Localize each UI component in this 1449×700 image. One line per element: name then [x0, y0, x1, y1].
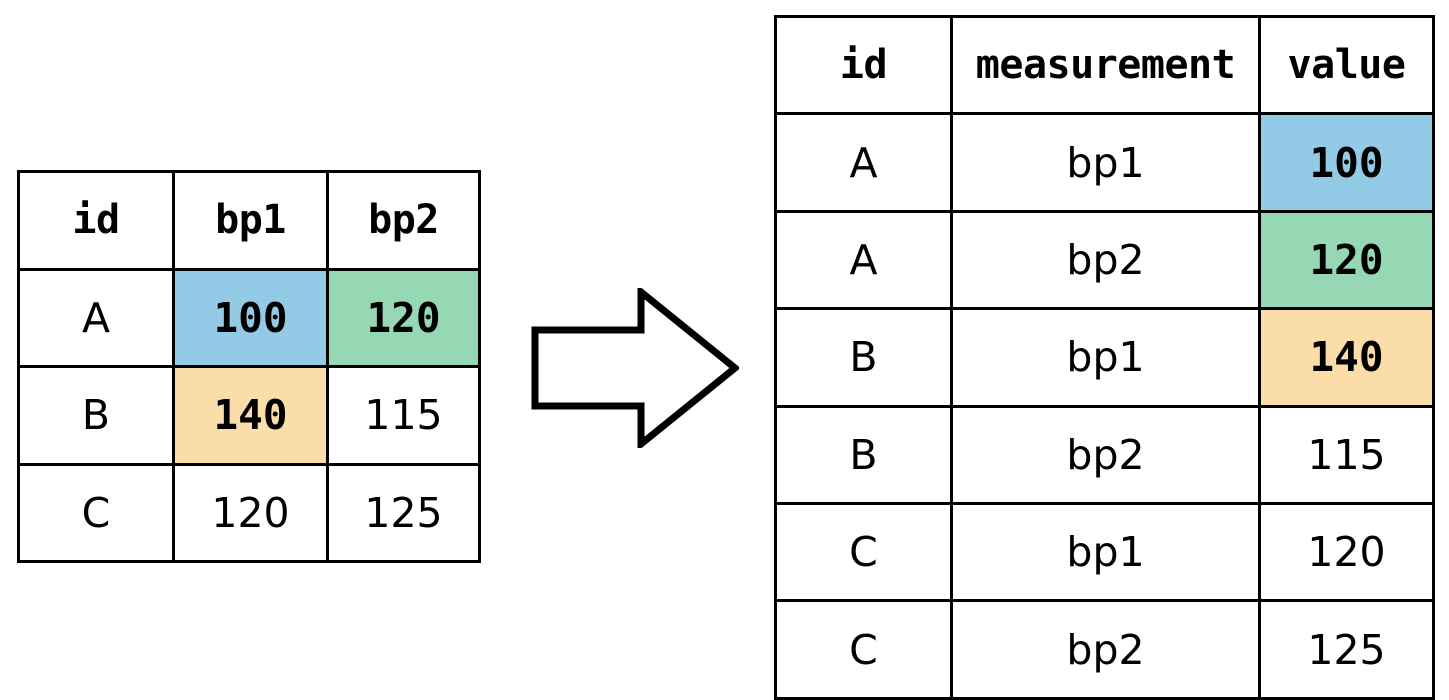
wide-cell-b-bp1: 140: [172, 365, 329, 466]
right-arrow-icon: [531, 288, 739, 448]
table-row: B bp1 140: [774, 307, 1435, 408]
wide-header-bp2: bp2: [326, 170, 481, 271]
table-row: C bp1 120: [774, 501, 1435, 603]
wide-table: id bp1 bp2 A 100 120 B 140 115 C 120 125: [17, 170, 481, 563]
long-header-measurement: measurement: [950, 14, 1261, 116]
long-cell-value-4: 120: [1258, 501, 1435, 603]
long-cell-meas-1: bp2: [950, 209, 1261, 311]
long-header-id: id: [774, 14, 953, 116]
wide-cell-id-b: B: [17, 365, 175, 466]
table-row: A bp1 100: [774, 112, 1435, 213]
long-cell-id-2: B: [774, 307, 953, 408]
wide-header-bp1: bp1: [172, 170, 329, 271]
long-cell-id-1: A: [774, 209, 953, 311]
table-row: C 120 125: [17, 462, 481, 563]
wide-header-id: id: [17, 170, 175, 271]
long-cell-meas-2: bp1: [950, 307, 1261, 408]
long-cell-id-4: C: [774, 501, 953, 603]
long-cell-meas-5: bp2: [950, 599, 1261, 700]
table-row: A bp2 120: [774, 209, 1435, 311]
long-cell-id-5: C: [774, 599, 953, 700]
table-header-row: id measurement value: [774, 14, 1435, 116]
long-cell-meas-0: bp1: [950, 112, 1261, 213]
wide-cell-id-a: A: [17, 267, 175, 368]
long-cell-value-5: 125: [1258, 599, 1435, 700]
long-cell-id-0: A: [774, 112, 953, 213]
long-cell-value-3: 115: [1258, 404, 1435, 505]
long-cell-meas-3: bp2: [950, 404, 1261, 505]
long-header-value: value: [1258, 14, 1435, 116]
long-cell-meas-4: bp1: [950, 501, 1261, 603]
long-cell-value-1: 120: [1258, 209, 1435, 311]
table-row: B bp2 115: [774, 404, 1435, 505]
long-table: id measurement value A bp1 100 A bp2 120…: [774, 14, 1435, 700]
table-row: B 140 115: [17, 365, 481, 466]
wide-cell-b-bp2: 115: [326, 365, 481, 466]
table-row: C bp2 125: [774, 599, 1435, 700]
wide-cell-c-bp1: 120: [172, 462, 329, 563]
long-cell-value-2: 140: [1258, 307, 1435, 408]
table-header-row: id bp1 bp2: [17, 170, 481, 271]
table-row: A 100 120: [17, 267, 481, 368]
wide-cell-a-bp2: 120: [326, 267, 481, 368]
long-cell-id-3: B: [774, 404, 953, 505]
wide-cell-a-bp1: 100: [172, 267, 329, 368]
wide-cell-id-c: C: [17, 462, 175, 563]
wide-cell-c-bp2: 125: [326, 462, 481, 563]
long-cell-value-0: 100: [1258, 112, 1435, 213]
